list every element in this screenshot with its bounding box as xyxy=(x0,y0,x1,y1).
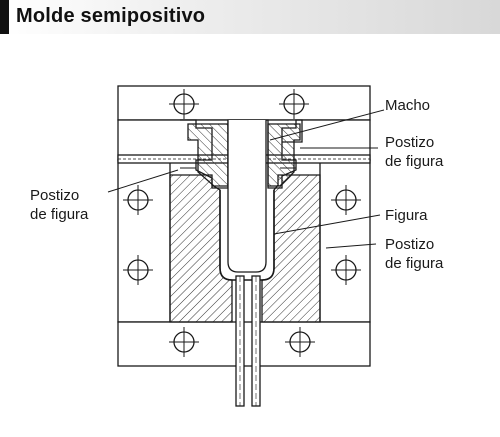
label-figura: Figura xyxy=(385,207,428,224)
title-bar: Molde semipositivo xyxy=(0,0,500,34)
label-postizo-right-bottom: Postizo xyxy=(385,236,434,253)
figure-part xyxy=(219,190,275,281)
label-postizo-right-top: Postizo xyxy=(385,134,434,151)
label-postizo-right-top-2: de figura xyxy=(385,153,444,170)
cavity-insert-left xyxy=(169,174,233,323)
middle-left-plate xyxy=(117,159,171,323)
mold-assembly xyxy=(117,85,371,407)
cavity-insert-right xyxy=(261,174,321,323)
leader-lines xyxy=(107,109,385,249)
label-postizo-left: Postizo xyxy=(30,187,79,204)
core-stem xyxy=(227,120,267,273)
core-hatch-right xyxy=(267,123,301,187)
label-postizo-left-2: de figura xyxy=(30,206,89,223)
title-accent xyxy=(0,0,9,34)
top-clamp-plate xyxy=(117,85,371,121)
middle-right-plate xyxy=(319,159,371,323)
page-title: Molde semipositivo xyxy=(16,5,206,27)
label-postizo-right-bottom-2: de figura xyxy=(385,255,444,272)
label-macho: Macho xyxy=(385,97,430,114)
